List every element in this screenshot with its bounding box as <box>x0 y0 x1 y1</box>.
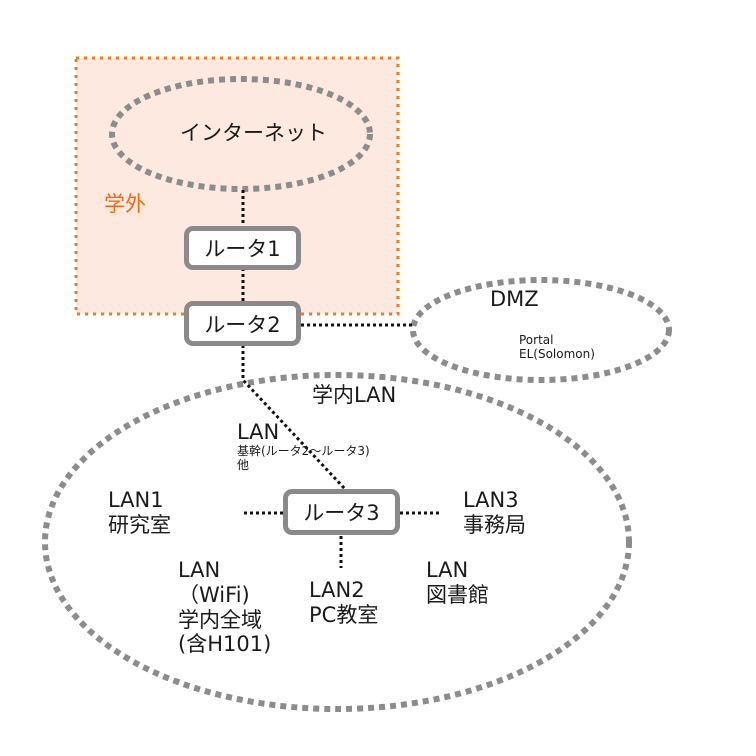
campus-lan-ellipse <box>42 372 632 712</box>
router-3-label: ルータ3 <box>303 501 380 525</box>
backbone-lan-title: LAN <box>237 420 280 444</box>
router-2-label: ルータ2 <box>204 312 281 337</box>
lan2-pc-room-label: LAN2 PC教室 <box>309 578 379 627</box>
router-3[interactable]: ルータ3 <box>283 489 400 535</box>
wifi-lan-label: LAN （WiFi) 学内全域 (含H101) <box>178 558 272 657</box>
internet-label: インターネット <box>180 121 327 145</box>
internet-ellipse <box>109 76 373 192</box>
wire-router2-router3 <box>241 345 347 491</box>
outside-campus-label: 学外 <box>104 192 146 216</box>
router-2[interactable]: ルータ2 <box>184 301 301 346</box>
dmz-title: DMZ <box>490 287 539 311</box>
backbone-lan-detail: 基幹(ルータ2〜ルータ3) 他 <box>237 444 370 472</box>
library-lan-label: LAN 図書館 <box>426 558 489 607</box>
campus-lan-title: 学内LAN <box>312 383 397 407</box>
lan1-lab-label: LAN1 研究室 <box>108 488 171 537</box>
router-1-label: ルータ1 <box>204 237 281 261</box>
router-1[interactable]: ルータ1 <box>184 226 301 270</box>
lan3-office-label: LAN3 事務局 <box>463 488 526 537</box>
dmz-ellipse <box>410 277 672 383</box>
dmz-servers: Portal EL(Solomon) <box>519 333 595 361</box>
